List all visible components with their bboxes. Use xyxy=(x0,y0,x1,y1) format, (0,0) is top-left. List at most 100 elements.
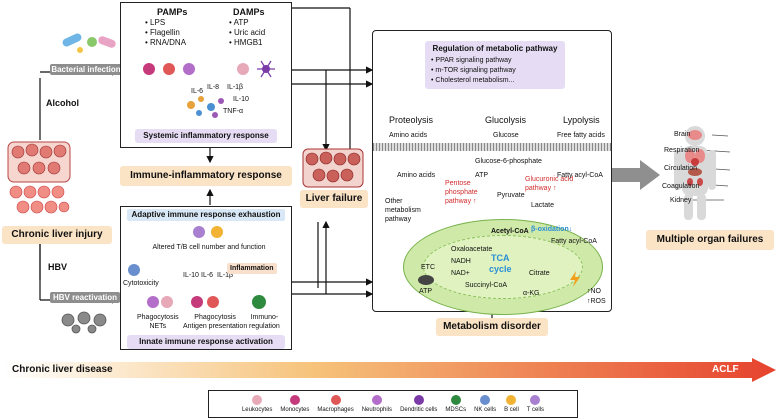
nk-cell-icon xyxy=(127,263,141,282)
pamps-item: Flagellin xyxy=(145,28,186,38)
damps-list: ATP Uric acid HMGB1 xyxy=(229,18,266,48)
oxaloacetate-label: Oxaloacetate xyxy=(451,246,493,253)
legend-item: T cells xyxy=(526,394,545,414)
legend-label: Leukocytes xyxy=(241,406,273,413)
alcohol-label: Alcohol xyxy=(46,98,79,108)
fatty-acyl-coa-2-label: Fatty acyl-CoA xyxy=(551,238,597,245)
organ-circulation-label: Circulation xyxy=(664,165,698,172)
citrate-label: Citrate xyxy=(529,270,550,277)
disease-progression-bar xyxy=(4,358,778,382)
legend-label: T cells xyxy=(526,406,545,413)
immunoregulation-text: Immuno- regulation xyxy=(249,314,280,330)
legend-label: B cell xyxy=(504,406,519,413)
immune-inflammatory-response-label: Immune-inflammatory response xyxy=(120,166,292,186)
phagocytosis-antigen-text: Phagocytosis Antigen presentation xyxy=(183,314,248,330)
metabolism-disorder-label: Metabolism disorder xyxy=(436,318,548,336)
hbv-reactivation-label: HBV reactivation xyxy=(50,292,120,303)
phagocyte-cells-icon xyxy=(143,293,273,311)
pamps-list: LPS Flagellin RNA/DNA xyxy=(145,18,186,48)
lactate-label: Lactate xyxy=(531,202,554,209)
legend-cell-icon xyxy=(450,394,461,405)
akg-label: α-KG xyxy=(523,290,540,297)
legend-item: B cell xyxy=(504,394,519,414)
chronic-liver-injury-label: Chronic liver injury xyxy=(2,226,112,244)
immune-cells-icon xyxy=(139,57,279,83)
aclf-label: ACLF xyxy=(712,364,739,375)
adaptive-exhaustion-header: Adaptive immune response exhaustion xyxy=(127,209,285,221)
tca-cycle-label: TCA cycle xyxy=(489,253,512,274)
liver-failure-tissue-icon xyxy=(302,148,364,188)
mitochondrion-inner xyxy=(423,235,583,299)
legend-cell-icon xyxy=(252,394,263,405)
organ-kidney-label: Kidney xyxy=(670,197,692,204)
bacteria-icon xyxy=(60,32,120,56)
tb-cells-icon xyxy=(189,223,229,241)
legend-item: Dendritic cells xyxy=(400,394,437,414)
systemic-inflammatory-footer: Systemic inflammatory response xyxy=(135,129,277,143)
legend-label: MDSCs xyxy=(445,406,467,413)
atp-small-label: ATP xyxy=(475,172,489,179)
legend-item: Macrophages xyxy=(317,394,354,414)
regulation-item: Cholesterol metabolism... xyxy=(431,76,559,86)
damps-title: DAMPs xyxy=(233,7,265,17)
fatty-acyl-coa-label: Fatty acyl-CoA xyxy=(557,172,603,179)
beta-oxidation-label: β-oxidation↓ xyxy=(531,226,573,233)
cytokine-il8: IL-8 xyxy=(207,84,220,91)
acetyl-coa-label: Acetyl-CoA xyxy=(491,228,529,235)
membrane-band xyxy=(373,143,611,151)
pentose-pathway-label: Pentose phosphate pathway ↑ xyxy=(445,180,478,205)
bacterial-infection-label: Bacterial infection xyxy=(50,64,122,75)
organ-respiration-label: Respiration xyxy=(664,147,700,154)
legend-cell-icon xyxy=(506,394,517,405)
cytokine-il1b: IL-1β xyxy=(227,84,244,91)
legend-item: NK cells xyxy=(474,394,497,414)
chronic-liver-disease-label: Chronic liver disease xyxy=(12,364,113,375)
regulation-item: m-TOR signaling pathway xyxy=(431,66,559,76)
damps-item: HMGB1 xyxy=(229,38,265,48)
legend-cell-icon xyxy=(371,394,382,405)
damps-item: ATP xyxy=(229,18,265,28)
human-body-icon xyxy=(670,124,720,220)
nadh-label: NADH xyxy=(451,258,471,265)
lightning-icon xyxy=(569,271,581,292)
pamps-item: RNA/DNA xyxy=(145,38,186,48)
legend-label: Macrophages xyxy=(317,406,354,413)
liver-failure-label: Liver failure xyxy=(300,190,368,208)
legend-cell-icon xyxy=(289,394,300,405)
cytokine-tnfa: TNF-α xyxy=(223,108,243,115)
organ-coagulation-label: Coagulation xyxy=(662,183,700,190)
legend-item: Monocytes xyxy=(280,394,310,414)
pyruvate-label: Pyruvate xyxy=(497,192,525,199)
cytokine-il6: IL-6 xyxy=(191,88,204,95)
legend-label: NK cells xyxy=(474,406,497,413)
glucose-label: Glucose xyxy=(493,132,519,139)
succinyl-coa-label: Succinyl-CoA xyxy=(465,282,508,289)
legend-label: Neutrophils xyxy=(361,406,393,413)
pamps-item: LPS xyxy=(145,18,186,28)
etc-icon xyxy=(417,273,435,291)
legend-cell-icon xyxy=(530,394,541,405)
legend-item: MDSCs xyxy=(445,394,467,414)
innate-immune-footer: Innate immune response activation xyxy=(127,335,285,349)
altered-tb-cells-text: Altered T/B cell number and function xyxy=(152,244,266,251)
inflammation-text: Inflammation xyxy=(227,263,277,274)
cytotoxicity-text: Cytotoxicity xyxy=(123,280,159,287)
legend-item: Neutrophils xyxy=(361,394,393,414)
other-pathway-label: Other metabolism pathway xyxy=(385,198,421,223)
legend-cell-icon xyxy=(413,394,424,405)
cytokine-il10: IL-10 xyxy=(233,96,249,103)
free-fatty-acids-label: Free fatty acids xyxy=(557,132,605,139)
phagocytosis-nets-text: Phagocytosis NETs xyxy=(137,314,179,330)
damps-item: Uric acid xyxy=(229,28,265,38)
regulation-item: PPAR signaling pathway xyxy=(431,56,559,66)
glucuronic-pathway-label: Glucuronic acid pathway ↑ xyxy=(525,176,574,192)
hbv-label: HBV xyxy=(48,262,68,272)
il-label-il1b: IL-1β xyxy=(217,272,234,279)
systemic-inflammatory-panel: PAMPs LPS Flagellin RNA/DNA DAMPs ATP Ur… xyxy=(120,2,292,148)
nad-label: NAD+ xyxy=(451,270,470,277)
virus-icon xyxy=(58,310,114,334)
legend-label: Monocytes xyxy=(280,406,310,413)
multiple-organ-failures-label: Multiple organ failures xyxy=(646,230,774,250)
cell-legend: Leukocytes Monocytes Macrophages Neutrophil… xyxy=(208,390,578,418)
proteolysis-label: Proteolysis xyxy=(389,115,434,125)
